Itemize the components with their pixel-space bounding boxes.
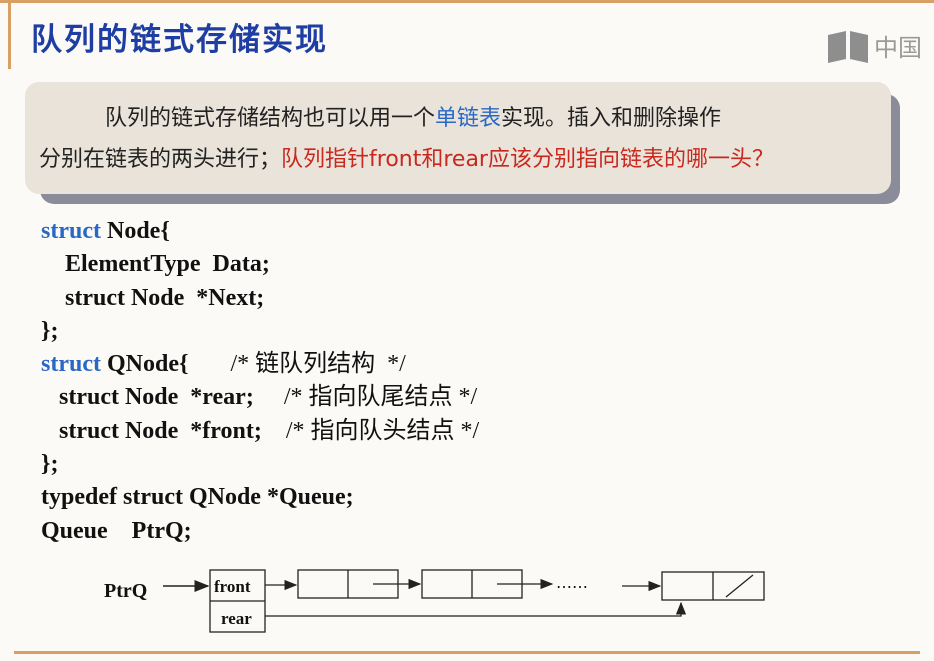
code-keyword: struct: [41, 351, 101, 378]
code-line: struct Node *front; /* 指向队头结点 */: [41, 415, 479, 448]
linked-queue-diagram: PtrQ front rear ……: [104, 569, 765, 633]
code-line: ElementType Data;: [41, 251, 270, 278]
code-line: struct Node{: [41, 215, 479, 248]
code-comment: /* 指向队头结点 */: [285, 417, 480, 444]
null-slash: [725, 574, 754, 598]
code-comment: /* 链队列结构 */: [230, 351, 406, 378]
book-icon: [828, 30, 868, 63]
bottom-divider: [14, 651, 920, 654]
code-line: struct Node *Next;: [41, 284, 265, 311]
callout-line-2: 分别在链表的两头进行；队列指针front和rear应该分别指向链表的哪一头？: [39, 139, 877, 180]
callout-question: 队列指针front和rear应该分别指向链表的哪一头？: [281, 147, 774, 172]
code-comment: /* 指向队尾结点 */: [283, 384, 478, 411]
callout-box: 队列的链式存储结构也可以用一个单链表实现。插入和删除操作 分别在链表的两头进行；…: [25, 82, 891, 194]
code-line: Queue PtrQ;: [41, 517, 192, 544]
code-text: QNode{: [100, 351, 231, 378]
front-field-label: front: [214, 577, 251, 596]
code-text: struct Node *front;: [41, 417, 286, 444]
top-divider: [0, 0, 934, 3]
code-text: struct Node *rear;: [41, 384, 284, 411]
logo: 中国: [826, 28, 922, 63]
ellipsis: ……: [556, 573, 588, 592]
logo-text: 中国: [874, 34, 922, 62]
code-line: typedef struct QNode *Queue;: [41, 484, 354, 511]
code-block: struct Node{ ElementType Data; struct No…: [41, 215, 479, 548]
callout-highlight: 单链表: [435, 106, 502, 131]
code-keyword: struct: [41, 218, 101, 244]
rear-field-label: rear: [221, 609, 252, 628]
callout-text: 实现。插入和删除操作: [501, 106, 722, 131]
ptrq-label: PtrQ: [104, 580, 147, 602]
code-line: struct Node *rear; /* 指向队尾结点 */: [41, 381, 479, 414]
code-text: Node{: [100, 218, 170, 244]
rear-arrow: [265, 601, 687, 617]
callout-line-1: 队列的链式存储结构也可以用一个单链表实现。插入和删除操作: [39, 98, 877, 139]
code-line: struct QNode{ /* 链队列结构 */: [41, 348, 479, 381]
code-line: };: [41, 317, 59, 344]
code-line: };: [41, 451, 59, 478]
left-accent-bar: [8, 3, 11, 69]
slide-title: 队列的链式存储实现: [31, 22, 328, 58]
callout-text: 分别在链表的两头进行；: [39, 147, 282, 172]
callout-text: 队列的链式存储结构也可以用一个: [105, 106, 436, 131]
